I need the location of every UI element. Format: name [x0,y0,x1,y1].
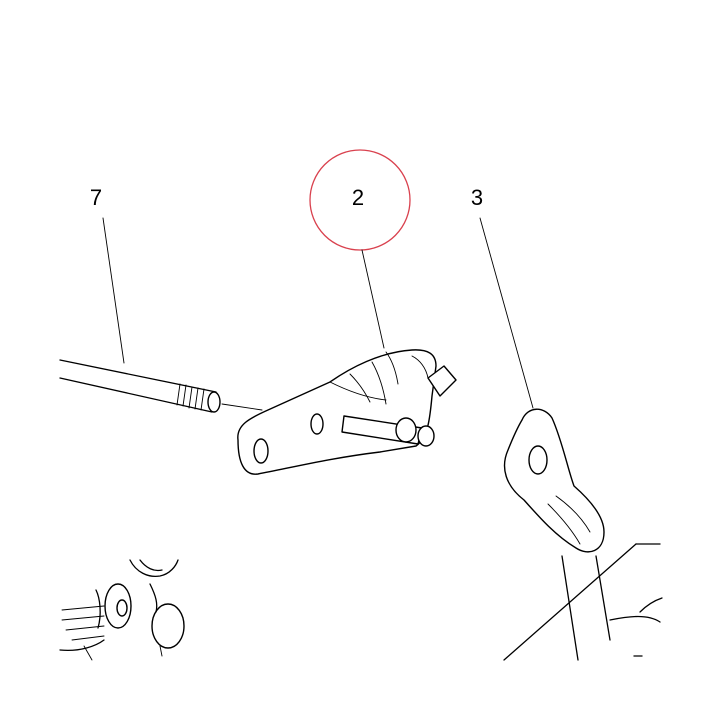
callout-label-7: 7 [90,185,102,210]
background-structure-right [503,543,663,661]
leader-line-2 [361,249,385,349]
part-3-link-plate [503,408,611,661]
leader-line-7 [102,217,125,364]
part-7-threaded-rod [59,359,263,413]
highlight-circle [309,149,411,251]
part-2-bracket [237,349,457,475]
background-structure-left [59,559,185,661]
callout-label-2: 2 [352,185,364,210]
leader-line-3 [479,217,534,409]
callout-label-3: 3 [471,185,483,210]
